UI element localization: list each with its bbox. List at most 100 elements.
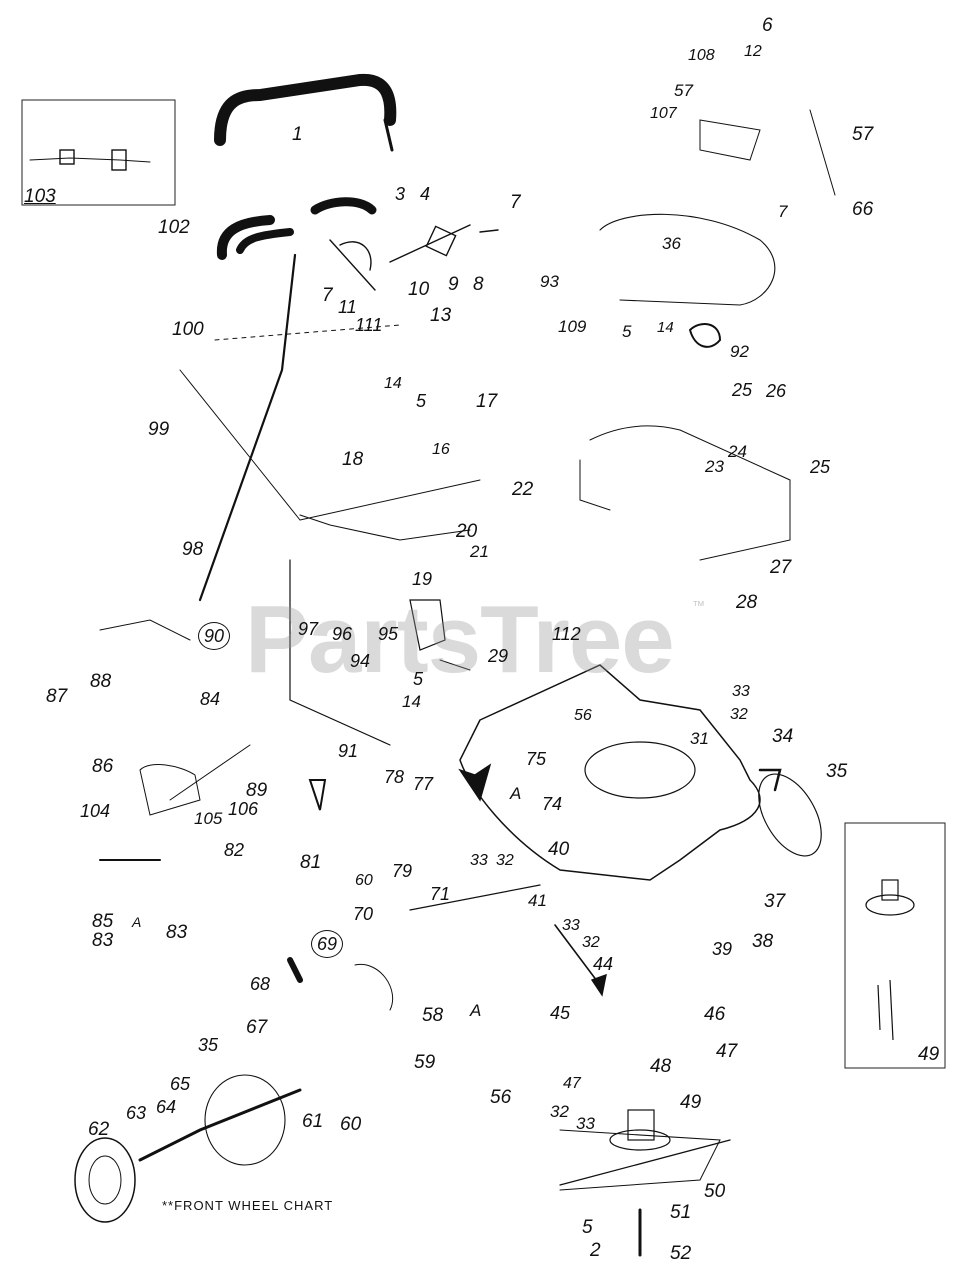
label-82: 82 [224, 840, 245, 860]
label-63: 63 [126, 1103, 147, 1123]
label-14b: 14 [384, 375, 402, 392]
label-33a: 33 [732, 683, 750, 700]
label-A-left: A [132, 914, 142, 930]
label-87: 87 [46, 686, 68, 707]
label-70: 70 [353, 904, 374, 924]
label-32b: 32 [496, 852, 514, 869]
label-33b: 33 [470, 852, 488, 869]
label-83b: 83 [166, 922, 188, 943]
label-68: 68 [250, 974, 271, 994]
label-25a: 25 [732, 380, 753, 400]
label-24: 24 [728, 442, 747, 461]
label-103: 103 [24, 186, 56, 207]
label-28: 28 [736, 592, 758, 613]
label-26: 26 [766, 381, 787, 401]
label-38: 38 [752, 931, 774, 952]
label-5a: 5 [622, 322, 632, 341]
label-32c: 32 [582, 934, 600, 951]
label-1: 1 [292, 124, 303, 145]
label-64: 64 [156, 1097, 177, 1117]
label-88: 88 [90, 671, 112, 692]
label-71: 71 [430, 884, 451, 904]
trademark-mark: ™ [692, 598, 705, 613]
label-A-upper: A [510, 784, 522, 803]
label-104: 104 [80, 801, 111, 821]
label-10: 10 [408, 279, 430, 300]
label-66: 66 [852, 199, 874, 220]
label-2: 2 [590, 1240, 601, 1261]
label-112: 112 [552, 624, 581, 644]
label-22: 22 [512, 479, 534, 500]
label-52: 52 [670, 1243, 692, 1264]
inset-box-103 [21, 99, 176, 206]
label-95: 95 [378, 624, 399, 644]
label-106: 106 [228, 799, 259, 819]
front-wheel [74, 1137, 136, 1223]
label-56a: 56 [574, 707, 592, 724]
upper-handle [214, 73, 397, 146]
rear-wheel [758, 773, 822, 857]
label-20: 20 [456, 521, 478, 542]
label-100: 100 [172, 319, 204, 340]
label-41: 41 [528, 891, 547, 910]
label-47b: 47 [563, 1075, 581, 1092]
label-29: 29 [488, 646, 509, 666]
label-27: 27 [770, 557, 792, 578]
label-92: 92 [730, 342, 749, 361]
label-49a: 49 [918, 1044, 940, 1065]
lower-handle-right [310, 197, 377, 215]
label-3: 3 [395, 184, 406, 204]
label-67: 67 [246, 1017, 268, 1038]
label-8: 8 [473, 274, 484, 295]
inset-box-49 [844, 822, 946, 1069]
label-57a: 57 [674, 81, 693, 100]
label-83a: 83 [92, 930, 114, 951]
label-84: 84 [200, 689, 221, 709]
engine-assembly [599, 213, 776, 306]
label-58: 58 [422, 1005, 444, 1026]
label-5d: 5 [582, 1217, 593, 1238]
label-32a: 32 [730, 706, 748, 723]
front-wheel-chart-note: **FRONT WHEEL CHART [162, 1198, 334, 1213]
label-59: 59 [414, 1052, 436, 1073]
label-50: 50 [704, 1181, 726, 1202]
label-A-lower: A [470, 1001, 482, 1020]
label-17: 17 [476, 391, 498, 412]
label-94: 94 [350, 651, 371, 671]
label-65: 65 [170, 1074, 191, 1094]
label-5b: 5 [416, 391, 427, 411]
label-81: 81 [300, 852, 322, 873]
label-45: 45 [550, 1003, 571, 1023]
label-97: 97 [298, 619, 319, 639]
label-85: 85 [92, 911, 114, 932]
label-13: 13 [430, 305, 452, 326]
label-19: 19 [412, 569, 433, 589]
label-31: 31 [690, 729, 709, 748]
label-74: 74 [542, 794, 563, 814]
label-91: 91 [338, 741, 359, 761]
label-51: 51 [670, 1202, 692, 1223]
label-69: 69 [311, 930, 343, 958]
label-35b: 35 [198, 1035, 219, 1055]
label-9: 9 [448, 274, 459, 295]
label-57b: 57 [852, 124, 874, 145]
label-14a: 14 [657, 319, 674, 336]
label-7c: 7 [322, 285, 333, 306]
label-23: 23 [705, 457, 724, 476]
label-35a: 35 [826, 761, 848, 782]
label-102: 102 [158, 217, 190, 238]
label-75: 75 [526, 749, 547, 769]
label-47a: 47 [716, 1041, 738, 1062]
label-60a: 60 [355, 872, 373, 889]
label-105: 105 [194, 809, 223, 828]
label-49b: 49 [680, 1092, 702, 1113]
label-6: 6 [762, 15, 773, 36]
blade [559, 1139, 731, 1186]
label-56b: 56 [490, 1087, 512, 1108]
label-108: 108 [688, 47, 715, 64]
label-99: 99 [148, 419, 170, 440]
label-107: 107 [650, 105, 677, 122]
label-7b: 7 [778, 202, 788, 221]
label-96: 96 [332, 624, 353, 644]
